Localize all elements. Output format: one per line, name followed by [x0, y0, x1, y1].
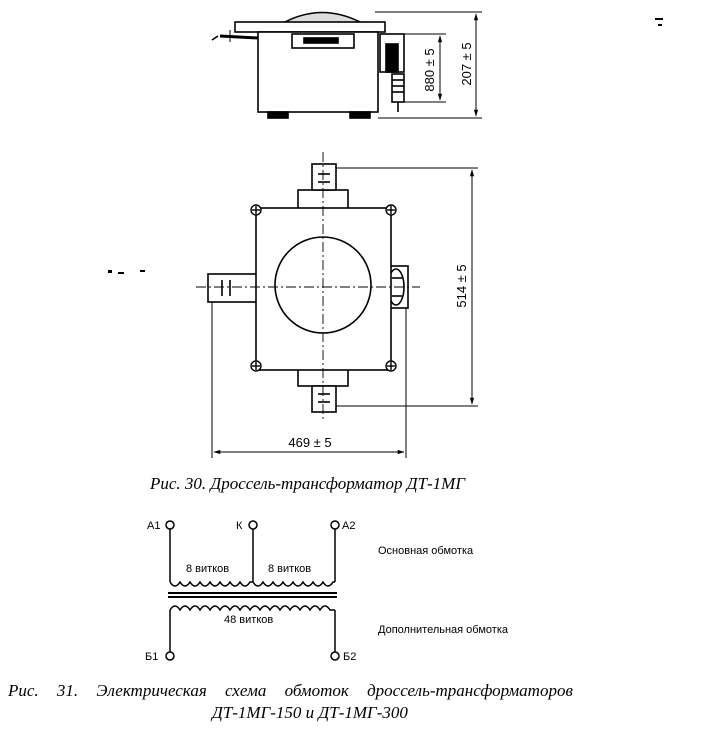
- main-winding-left: [169, 580, 253, 587]
- mounting-holes: [250, 204, 397, 372]
- turns-label-aux: 48 витков: [224, 614, 273, 626]
- terminal-label-a1: А1: [147, 520, 160, 532]
- main-winding-label: Основная обмотка: [378, 545, 474, 557]
- terminal-label-b1: Б1: [145, 651, 158, 663]
- terminal-a2: [330, 520, 340, 530]
- figure-31-caption-line1: Рис. 31. Электрическая схема обмоток дро…: [8, 681, 573, 700]
- terminal-k: [248, 520, 258, 530]
- terminal-label-a2: А2: [342, 520, 355, 532]
- figure-31-caption-line2: ДТ-1МГ-150 и ДТ-1МГ-300: [212, 703, 408, 722]
- dim-label-880: 880 ± 5: [422, 48, 437, 91]
- side-view-dimensions: [375, 11, 482, 119]
- side-view: [211, 11, 405, 119]
- dim-label-469: 469 ± 5: [288, 435, 331, 450]
- turns-label-left: 8 витков: [186, 563, 229, 575]
- turns-label-right: 8 витков: [268, 563, 311, 575]
- terminal-b1: [165, 651, 175, 661]
- dim-label-514: 514 ± 5: [454, 264, 469, 307]
- terminal-b2: [330, 651, 340, 661]
- centerlines: [196, 152, 420, 420]
- figure-30-caption: Рис. 30. Дроссель-трансформатор ДТ-1МГ: [150, 474, 466, 493]
- aux-winding-label: Дополнительная обмотка: [378, 624, 509, 636]
- scan-artifacts: [108, 18, 663, 274]
- dim-label-207: 207 ± 5: [459, 42, 474, 85]
- terminal-a1: [165, 520, 175, 530]
- terminal-label-k: К: [236, 520, 243, 532]
- aux-winding: [169, 605, 335, 612]
- terminal-label-b2: Б2: [343, 651, 356, 663]
- plan-view: [207, 163, 409, 413]
- plan-view-dimensions: [211, 167, 478, 458]
- winding-schematic: [165, 520, 340, 661]
- main-winding-right: [252, 580, 335, 587]
